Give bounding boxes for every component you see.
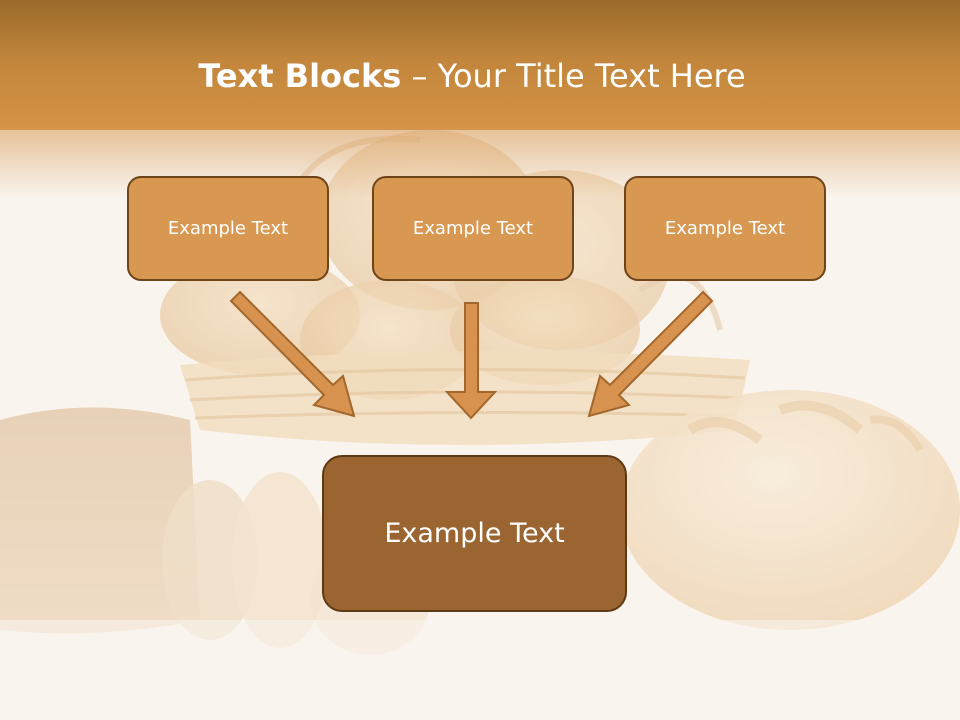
title-bar (0, 0, 960, 130)
text-block-2[interactable]: Example Text (372, 176, 574, 281)
text-block-3-label: Example Text (664, 218, 786, 239)
text-block-1-label: Example Text (167, 218, 289, 239)
text-block-2-label: Example Text (412, 218, 534, 239)
text-block-1[interactable]: Example Text (127, 176, 329, 281)
slide-title-bold: Text Blocks (198, 57, 402, 95)
main-text-block[interactable]: Example Text (322, 455, 627, 612)
main-text-block-label: Example Text (384, 518, 565, 549)
text-block-3[interactable]: Example Text (624, 176, 826, 281)
slide-title-rest: – Your Title Text Here (401, 57, 746, 95)
slide-title: Text Blocks – Your Title Text Here (0, 52, 944, 100)
